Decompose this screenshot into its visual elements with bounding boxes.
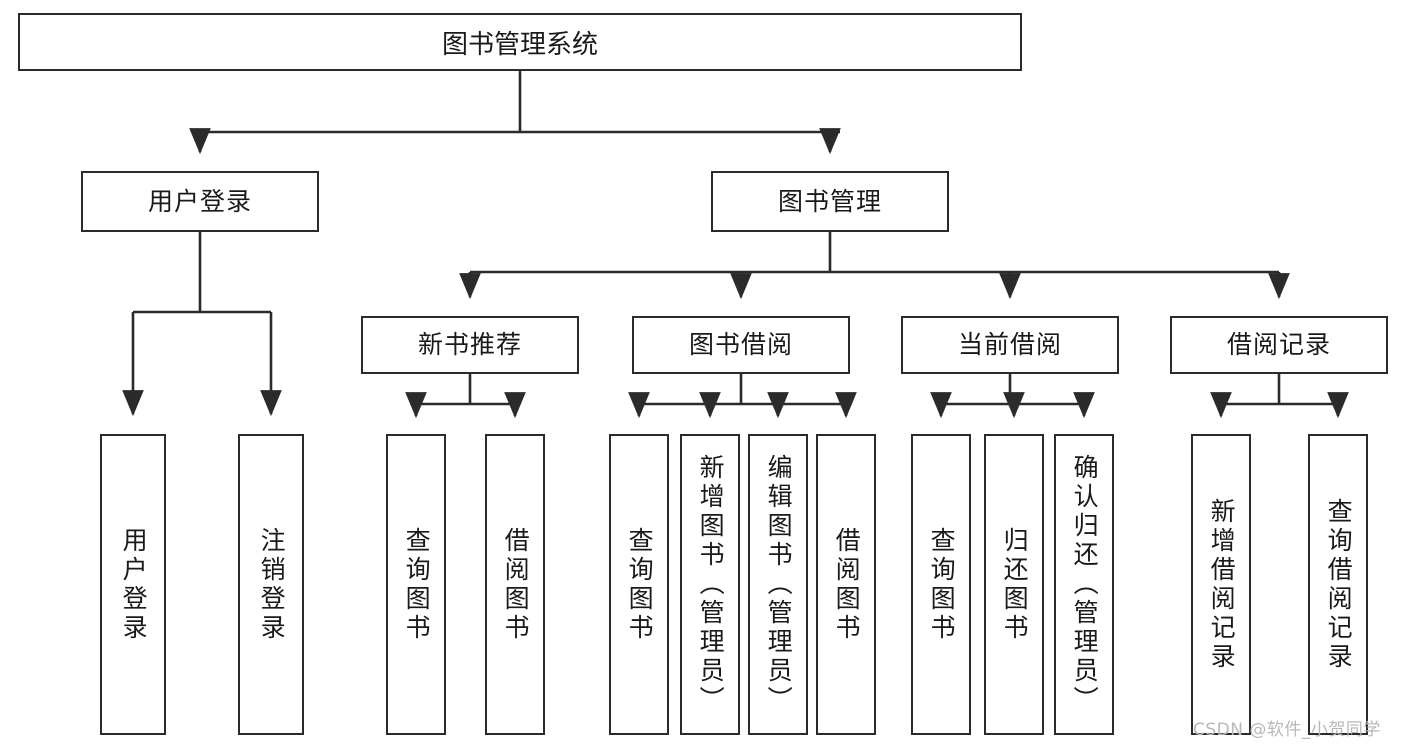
node-book-management-label: 图书管理 bbox=[777, 186, 882, 216]
leaf-logout[interactable]: 注销登录 bbox=[238, 434, 304, 735]
node-new-book-recommend[interactable]: 新书推荐 bbox=[361, 316, 579, 374]
leaf-borrow-book-newbook-label: 借阅图书 bbox=[501, 526, 531, 643]
leaf-query-book-borrow-label: 查询图书 bbox=[625, 526, 655, 643]
leaf-user-login[interactable]: 用户登录 bbox=[100, 434, 166, 735]
node-book-management[interactable]: 图书管理 bbox=[711, 171, 949, 232]
leaf-edit-book-admin-label: 编辑图书（管理员） bbox=[764, 454, 794, 715]
node-user-login[interactable]: 用户登录 bbox=[81, 171, 319, 232]
leaf-user-login-label: 用户登录 bbox=[119, 526, 149, 643]
leaf-add-book-admin[interactable]: 新增图书（管理员） bbox=[680, 434, 740, 735]
leaf-add-book-admin-label: 新增图书（管理员） bbox=[696, 454, 726, 715]
leaf-return-book-label: 归还图书 bbox=[1000, 526, 1030, 643]
leaf-edit-book-admin[interactable]: 编辑图书（管理员） bbox=[748, 434, 808, 735]
leaf-return-book[interactable]: 归还图书 bbox=[984, 434, 1044, 735]
leaf-add-borrow-record[interactable]: 新增借阅记录 bbox=[1191, 434, 1251, 735]
node-current-borrow-label: 当前借阅 bbox=[957, 330, 1062, 360]
leaf-borrow-book[interactable]: 借阅图书 bbox=[816, 434, 876, 735]
node-root-label: 图书管理系统 bbox=[441, 29, 598, 60]
leaf-query-book-newbook[interactable]: 查询图书 bbox=[386, 434, 446, 735]
leaf-borrow-book-label: 借阅图书 bbox=[832, 526, 862, 643]
leaf-query-book-current[interactable]: 查询图书 bbox=[911, 434, 971, 735]
node-book-borrow[interactable]: 图书借阅 bbox=[632, 316, 850, 374]
node-new-book-recommend-label: 新书推荐 bbox=[417, 330, 522, 360]
leaf-query-book-current-label: 查询图书 bbox=[927, 526, 957, 643]
watermark: CSDN @软件_小贺同学 bbox=[1193, 720, 1381, 740]
node-user-login-label: 用户登录 bbox=[147, 186, 252, 216]
node-borrow-record-label: 借阅记录 bbox=[1226, 330, 1331, 360]
leaf-logout-label: 注销登录 bbox=[257, 526, 287, 643]
leaf-confirm-return-admin-label: 确认归还（管理员） bbox=[1070, 454, 1100, 715]
node-borrow-record[interactable]: 借阅记录 bbox=[1170, 316, 1388, 374]
leaf-query-borrow-record-label: 查询借阅记录 bbox=[1324, 497, 1354, 672]
leaf-query-book-newbook-label: 查询图书 bbox=[402, 526, 432, 643]
leaf-confirm-return-admin[interactable]: 确认归还（管理员） bbox=[1054, 434, 1114, 735]
leaf-add-borrow-record-label: 新增借阅记录 bbox=[1207, 497, 1237, 672]
node-root[interactable]: 图书管理系统 bbox=[18, 13, 1022, 71]
node-current-borrow[interactable]: 当前借阅 bbox=[901, 316, 1119, 374]
leaf-query-book-borrow[interactable]: 查询图书 bbox=[609, 434, 669, 735]
leaf-borrow-book-newbook[interactable]: 借阅图书 bbox=[485, 434, 545, 735]
node-book-borrow-label: 图书借阅 bbox=[688, 330, 793, 360]
leaf-query-borrow-record[interactable]: 查询借阅记录 bbox=[1308, 434, 1368, 735]
